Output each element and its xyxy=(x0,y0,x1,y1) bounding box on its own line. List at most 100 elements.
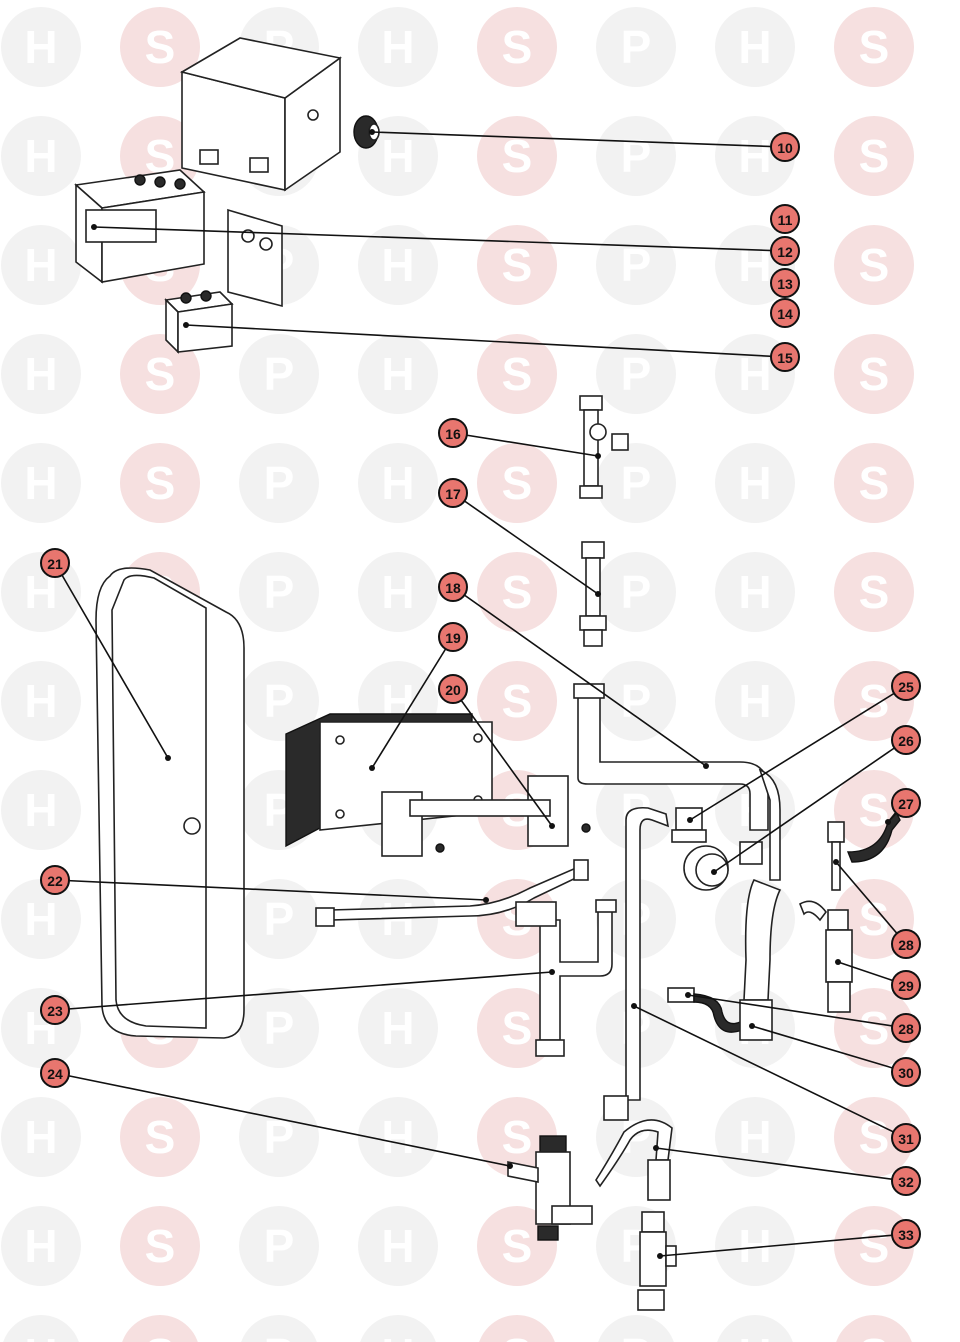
watermark-letter: H xyxy=(738,239,771,291)
watermark-circle xyxy=(477,552,557,632)
watermark-letter: P xyxy=(264,457,295,509)
callout-number: 28 xyxy=(898,1021,914,1037)
callout-number: 33 xyxy=(898,1227,914,1243)
callout-11[interactable]: 11 xyxy=(770,204,800,234)
leader-line-18 xyxy=(452,586,707,767)
callout-27[interactable]: 27 xyxy=(891,788,921,818)
watermark-letter: P xyxy=(621,457,652,509)
watermark-circle xyxy=(834,334,914,414)
callout-number: 10 xyxy=(777,140,793,156)
leader-line-24 xyxy=(54,1072,511,1167)
watermark-circle xyxy=(239,1206,319,1286)
callout-15[interactable]: 15 xyxy=(770,342,800,372)
leader-dot-25 xyxy=(687,817,693,823)
leader-dot-30 xyxy=(749,1023,755,1029)
watermark-circle xyxy=(239,879,319,959)
watermark-letter: S xyxy=(859,1002,890,1054)
callout-circle xyxy=(770,342,800,372)
callout-17[interactable]: 17 xyxy=(438,478,468,508)
callout-24[interactable]: 24 xyxy=(40,1058,70,1088)
watermark-letter: H xyxy=(738,675,771,727)
callout-23[interactable]: 23 xyxy=(40,995,70,1025)
watermark-letter: S xyxy=(502,1002,533,1054)
callout-12[interactable]: 12 xyxy=(770,236,800,266)
callout-20[interactable]: 20 xyxy=(438,674,468,704)
watermark-letter: H xyxy=(24,21,57,73)
leader-line-31 xyxy=(633,1005,907,1139)
callout-25[interactable]: 25 xyxy=(891,671,921,701)
callout-circle xyxy=(770,236,800,266)
watermark-circle xyxy=(834,1097,914,1177)
watermark-letter: S xyxy=(502,566,533,618)
leader-dot-31 xyxy=(631,1003,637,1009)
callout-32[interactable]: 32 xyxy=(891,1166,921,1196)
callout-33[interactable]: 33 xyxy=(891,1219,921,1249)
callout-number: 14 xyxy=(777,306,793,322)
watermark-letter: P xyxy=(621,348,652,400)
watermark-circle xyxy=(120,334,200,414)
watermark-letter: H xyxy=(381,1111,414,1163)
callout-26[interactable]: 26 xyxy=(891,725,921,755)
callout-28[interactable]: 28 xyxy=(891,1013,921,1043)
watermark-circle xyxy=(715,7,795,87)
callout-31[interactable]: 31 xyxy=(891,1123,921,1153)
watermark-letter: S xyxy=(502,239,533,291)
callout-circle xyxy=(891,970,921,1000)
watermark-letter: S xyxy=(859,457,890,509)
watermark-letter: P xyxy=(621,1329,652,1342)
watermark-letter: S xyxy=(859,21,890,73)
leader-line-23 xyxy=(54,971,553,1011)
flexible-pipe xyxy=(595,1119,673,1201)
callout-19[interactable]: 19 xyxy=(438,622,468,652)
callout-10[interactable]: 10 xyxy=(770,132,800,162)
watermark-circle xyxy=(596,552,676,632)
callout-18[interactable]: 18 xyxy=(438,572,468,602)
watermark-circle xyxy=(358,879,438,959)
watermark-circle xyxy=(3,1315,79,1342)
watermark-circle xyxy=(715,661,795,741)
watermark-letter: S xyxy=(502,1220,533,1272)
watermark-circle xyxy=(1,1097,81,1177)
watermark-circle xyxy=(1,879,81,959)
watermark-circle xyxy=(122,1315,198,1342)
callout-circle xyxy=(891,1166,921,1196)
watermark-letter: P xyxy=(621,130,652,182)
watermark-circle xyxy=(358,334,438,414)
leader-line-30 xyxy=(751,1025,907,1073)
callout-13[interactable]: 13 xyxy=(770,268,800,298)
callout-21[interactable]: 21 xyxy=(40,548,70,578)
callout-number: 17 xyxy=(445,486,461,502)
callout-14[interactable]: 14 xyxy=(770,298,800,328)
callout-28[interactable]: 28 xyxy=(891,929,921,959)
watermark-circle xyxy=(596,7,676,87)
watermark-circle xyxy=(598,1315,674,1342)
leader-line-20 xyxy=(452,688,553,827)
callout-16[interactable]: 16 xyxy=(438,418,468,448)
callout-circle xyxy=(40,995,70,1025)
callout-29[interactable]: 29 xyxy=(891,970,921,1000)
watermark-circle xyxy=(477,225,557,305)
watermark-circle xyxy=(596,116,676,196)
watermark-circle xyxy=(836,1315,912,1342)
callout-circle xyxy=(891,1057,921,1087)
watermark-circle xyxy=(1,225,81,305)
watermark-letter: H xyxy=(24,457,57,509)
leader-dot-32 xyxy=(653,1145,659,1151)
callout-30[interactable]: 30 xyxy=(891,1057,921,1087)
exchanger-seals xyxy=(381,775,591,857)
leader-lines xyxy=(54,129,907,1259)
watermark-circle xyxy=(834,225,914,305)
watermark-letter: H xyxy=(381,457,414,509)
callout-22[interactable]: 22 xyxy=(40,865,70,895)
watermark-circle xyxy=(358,552,438,632)
watermark-letter: H xyxy=(738,1111,771,1163)
callout-number: 30 xyxy=(898,1065,914,1081)
callout-number: 28 xyxy=(898,937,914,953)
flow-pipe xyxy=(573,683,781,881)
watermark-circle xyxy=(479,1315,555,1342)
leader-dot-12 xyxy=(91,224,97,230)
watermark-letter: H xyxy=(24,1220,57,1272)
watermark-letter: S xyxy=(859,348,890,400)
callout-number: 22 xyxy=(47,873,63,889)
